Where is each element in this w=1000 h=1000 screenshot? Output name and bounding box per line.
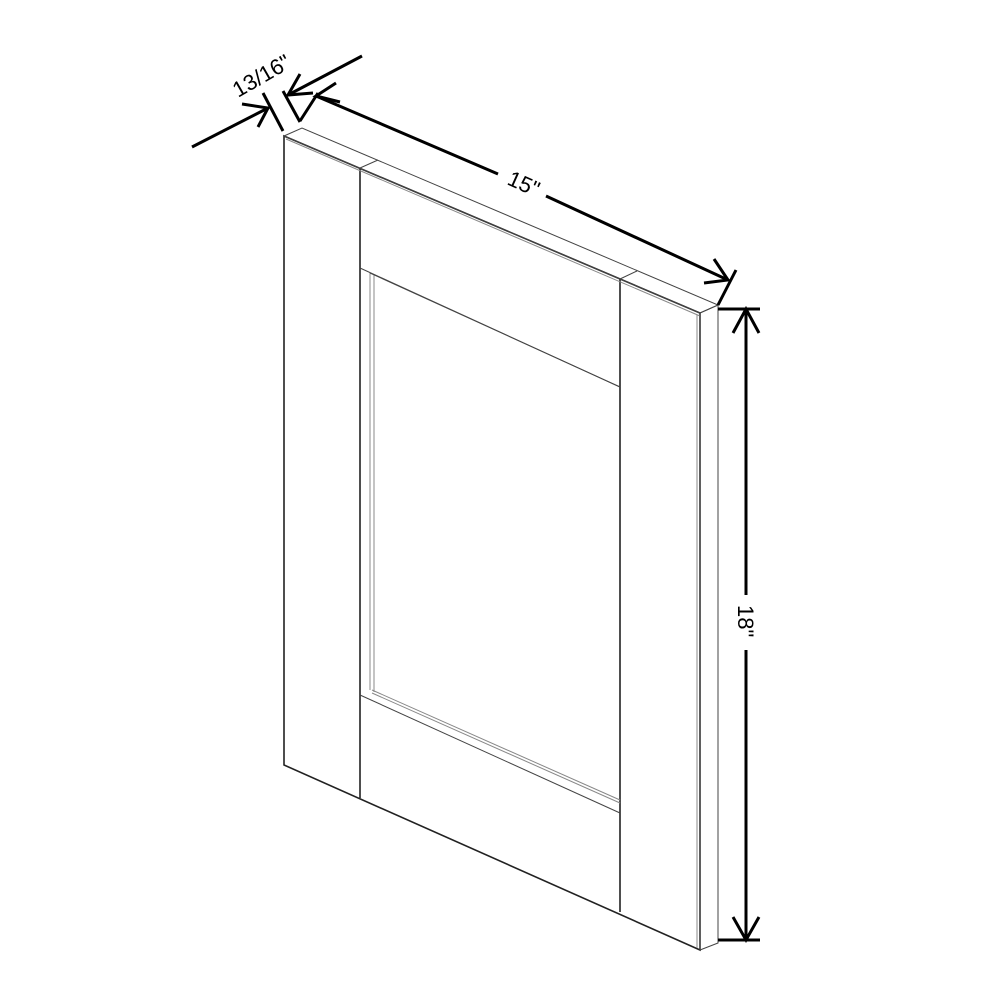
door-top-edge	[282, 127, 720, 317]
center-panel	[369, 272, 621, 804]
door-right-edge	[696, 304, 719, 951]
thickness-dimension: 13/16"	[191, 49, 363, 149]
width-label: 15"	[504, 166, 544, 202]
height-dimension: 18"	[718, 305, 761, 944]
door-front-face	[283, 134, 701, 952]
height-label: 18"	[733, 605, 758, 637]
width-dimension: 15"	[298, 81, 738, 306]
